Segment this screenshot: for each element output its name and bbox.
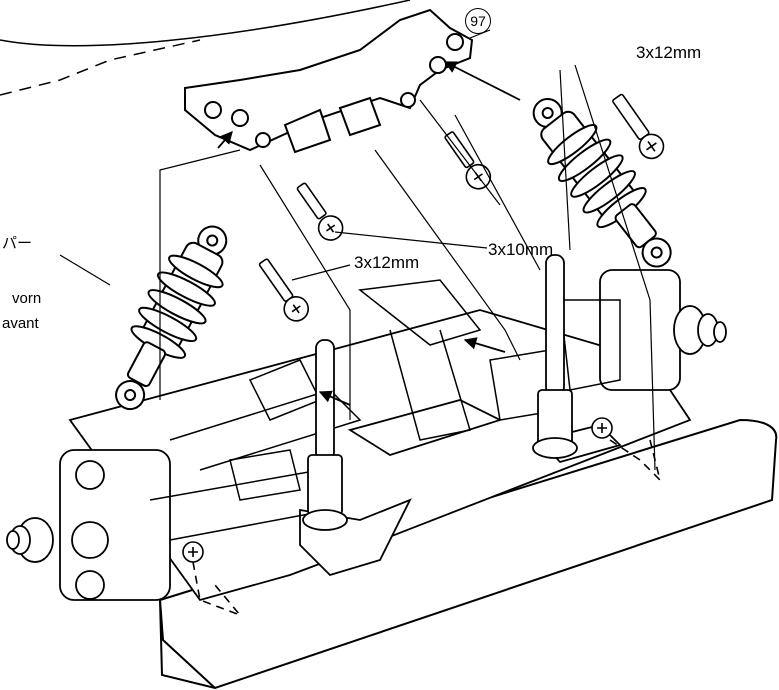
shock-absorber-left <box>115 225 228 411</box>
label-damper-jp: パー <box>2 235 33 252</box>
bumper-screw-left <box>182 541 243 617</box>
screw-3x12-left <box>258 258 309 322</box>
front-bumper <box>158 418 778 690</box>
screw-3x12-right <box>612 93 665 160</box>
body-post-right <box>532 254 578 459</box>
screw-3x10-left <box>296 182 344 241</box>
body-shell-outline <box>0 0 411 96</box>
label-screw-3x10: 3x10mm <box>488 240 554 259</box>
shock-tower <box>184 8 474 154</box>
label-damper-fr: avant <box>2 315 39 332</box>
leader-lines <box>59 29 656 471</box>
label-screw-3x12-right: 3x12mm <box>636 43 702 62</box>
left-hub <box>6 449 171 601</box>
right-hub <box>599 269 727 391</box>
insertion-arrows <box>217 61 521 406</box>
part-number-badge: 97 <box>465 8 491 34</box>
label-screw-3x12-left: 3x12mm <box>354 253 420 272</box>
label-damper-de: vorn <box>12 290 42 307</box>
shock-absorber-right <box>532 98 672 268</box>
